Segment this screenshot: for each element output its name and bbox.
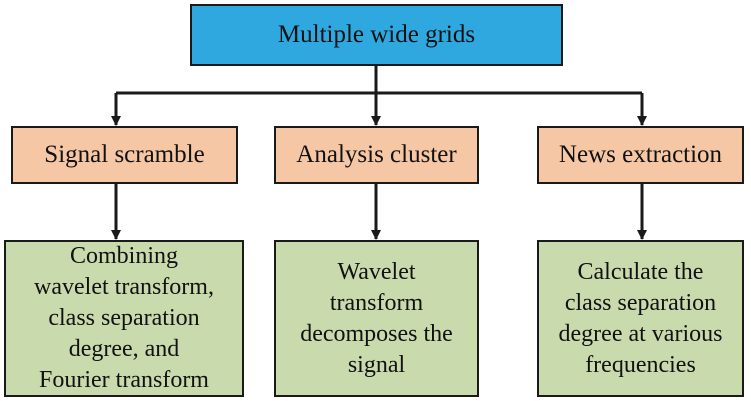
branch-node-label: News extraction — [558, 141, 723, 168]
branch-node-analysis-cluster: Analysis cluster — [274, 126, 479, 184]
branch-node-signal-scramble: Signal scramble — [11, 126, 238, 184]
detail-node-signal-scramble: Combining wavelet transform, class separ… — [4, 240, 244, 397]
branch-node-label: Signal scramble — [44, 141, 205, 168]
branch-node-news-extraction: News extraction — [537, 126, 744, 184]
detail-node-news-extraction: Calculate the class separation degree at… — [537, 240, 744, 397]
detail-node-analysis-cluster: Wavelet transform decomposes the signal — [274, 240, 479, 397]
root-node-label: Multiple wide grids — [277, 21, 476, 48]
detail-node-text: Combining wavelet transform, class separ… — [34, 243, 214, 393]
detail-node-text: Wavelet transform decomposes the signal — [300, 258, 453, 378]
branch-node-label: Analysis cluster — [296, 141, 457, 168]
root-node: Multiple wide grids — [190, 4, 563, 66]
detail-node-text: Calculate the class separation degree at… — [558, 258, 723, 378]
